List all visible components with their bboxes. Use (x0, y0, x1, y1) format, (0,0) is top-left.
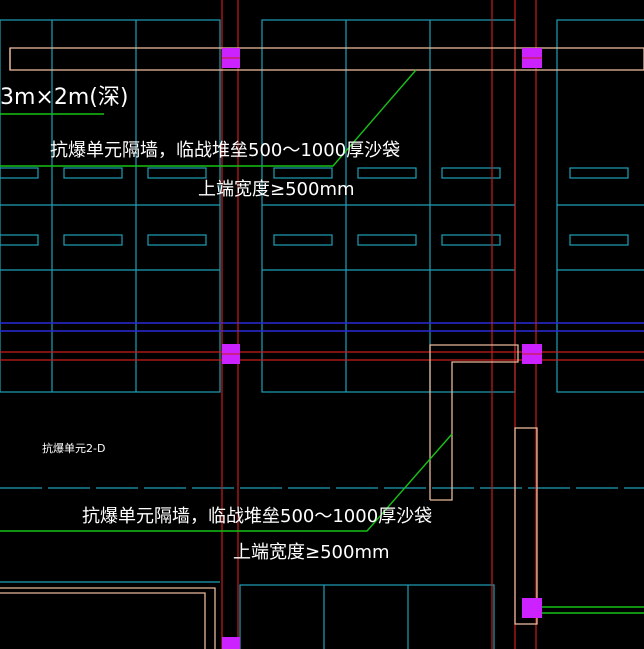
partition-note-upper-line2: 上端宽度≥500mm (198, 179, 355, 200)
unit-label: 抗爆单元2-D (42, 441, 105, 455)
dimension-note: 3m×2m(深) (0, 85, 128, 110)
peach-wall-outlines (0, 47, 644, 649)
column-marker-cross (222, 57, 542, 355)
partition-note-lower-line1: 抗爆单元隔墙，临战堆垒500～1000厚沙袋 (82, 506, 432, 527)
blue-axis-lines (0, 322, 644, 332)
leader-lines (0, 69, 644, 614)
room-grid-lower (0, 581, 495, 649)
partition-note-lower-line2: 上端宽度≥500mm (233, 542, 390, 563)
partition-note-upper-line1: 抗爆单元隔墙，临战堆垒500～1000厚沙袋 (50, 140, 400, 161)
room-grid-upper (0, 19, 644, 489)
ventilation-slots (0, 167, 629, 246)
